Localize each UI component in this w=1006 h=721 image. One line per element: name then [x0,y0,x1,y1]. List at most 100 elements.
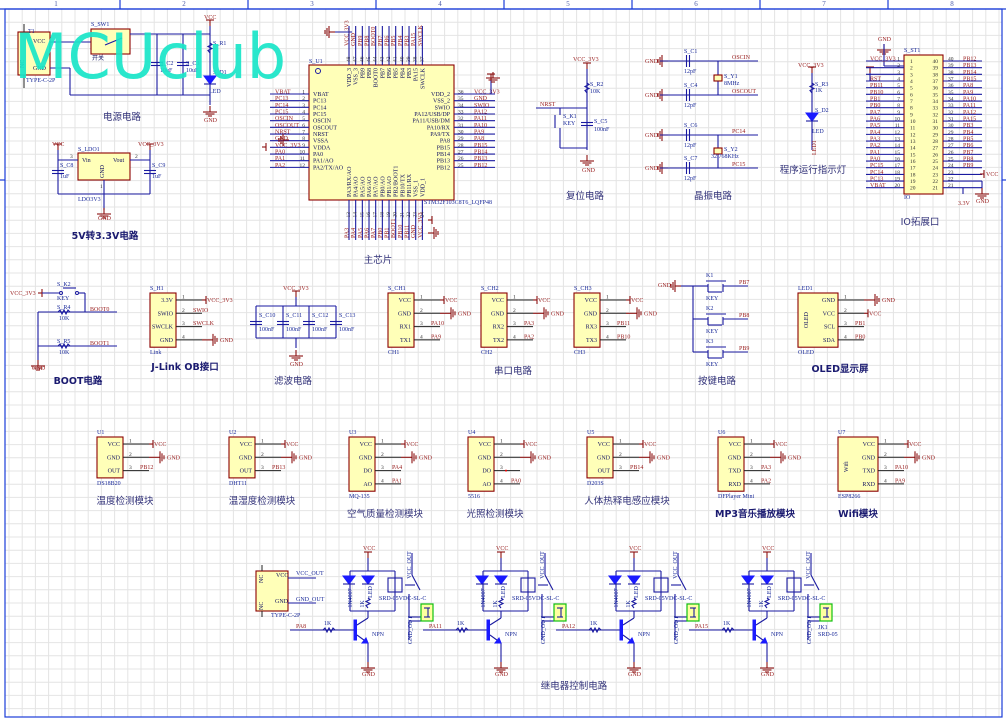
module-body [797,292,839,348]
mcu-chip [308,64,455,201]
resistor-zigzag [583,82,591,94]
pin-number: 14 [910,146,916,152]
net-label: GND [657,455,671,461]
power-port-icon [202,296,207,304]
ground-icon [670,280,681,292]
resistor-icon [808,82,816,94]
designator: S_R4 [57,305,70,311]
power-port-icon [292,290,300,297]
gnd-out-label: GND_OUT [674,616,680,645]
resistor-zigzag [57,308,71,316]
module-body [480,292,508,348]
pin-number: 16 [910,159,916,165]
net-label: GND [299,455,313,461]
pin-number: 27 [933,146,939,152]
pin-name: PA6/AO [367,176,373,197]
switch-label: 开关 [92,54,104,62]
net-label: PB10 [870,90,883,96]
led-label: LED [634,586,640,598]
net-label: PB1 [855,321,865,327]
power-port-icon [770,440,775,448]
pin-name: Vout [113,158,125,164]
relay-switch [544,574,554,591]
resistor-icon [721,626,735,634]
net-label: PA11 [429,624,442,630]
zone-label: 1 [54,0,58,8]
pin-number: 30 [948,123,954,129]
pin-number: 3 [182,321,185,327]
pin-number: 3 [619,465,622,471]
pin-number: 47 [353,56,359,62]
transistor-base [752,619,756,641]
net-label: PB11 [405,225,411,238]
pin-name: SWCLK [420,67,426,89]
diode-triangle [741,575,755,585]
pin-number: 35 [458,96,464,102]
pin-number: 2 [897,63,900,69]
pin-name: VCC [492,298,504,304]
net-label: PA11 [963,103,976,109]
resistor-zigzag [57,342,71,350]
ground-icon [869,294,880,306]
pin-number: 14 [353,212,359,218]
net-label: PB14 [474,150,487,156]
transistor-base [486,619,490,641]
caption-pir: 人体热释电感应模块 [584,495,670,507]
pin-name: PC13 [313,99,326,105]
resistor-value: 1K [324,621,332,627]
pin-name: PA4/AO [354,176,360,197]
led-label: LED [368,586,374,598]
pin-name: GND [597,455,611,461]
switch-lever [104,37,123,46]
resistor-value: 1K [590,621,598,627]
value: KEY [706,329,719,335]
pin-number: 6 [302,123,305,129]
value: 10K [590,89,601,95]
pin-name: OSCIN [313,119,332,125]
value: 8MHz [724,81,740,87]
relay-part: SRD-05VDC-SL-C [512,596,559,602]
power-port-icon [440,296,445,304]
pin-name: PA12/USB/DP [414,112,450,118]
capacitor-icon [685,129,691,141]
resistor-icon [588,626,602,634]
net-label: GND [788,455,802,461]
net-label: GND [645,59,659,65]
net-label: PB6 [963,143,973,149]
pin-number: 38 [933,72,939,78]
ground-icon [207,333,218,346]
pin-name: RX3 [586,325,597,331]
ground-icon [406,451,417,464]
net-label: VCC [775,442,787,448]
pin-number: 26 [458,156,464,162]
net-label: VCC_3V3 [474,90,500,96]
pin-number: 16 [366,212,372,218]
net-label: BOOT1 [90,341,109,347]
transistor-base [353,619,357,641]
zone-label: 8 [950,0,954,8]
pin-number: 6 [910,92,913,98]
pin-name: BOOT0 [374,68,380,87]
caption-relay: 继电器控制电路 [541,680,608,692]
capacitor-icon [685,55,691,67]
value: 32.768KHz [711,154,739,160]
pin-number: 29 [933,132,939,138]
pin-name: VDDA [313,145,331,151]
gnd-out-label: GND_OUT [408,616,414,645]
pin-name: VCC [585,298,597,304]
